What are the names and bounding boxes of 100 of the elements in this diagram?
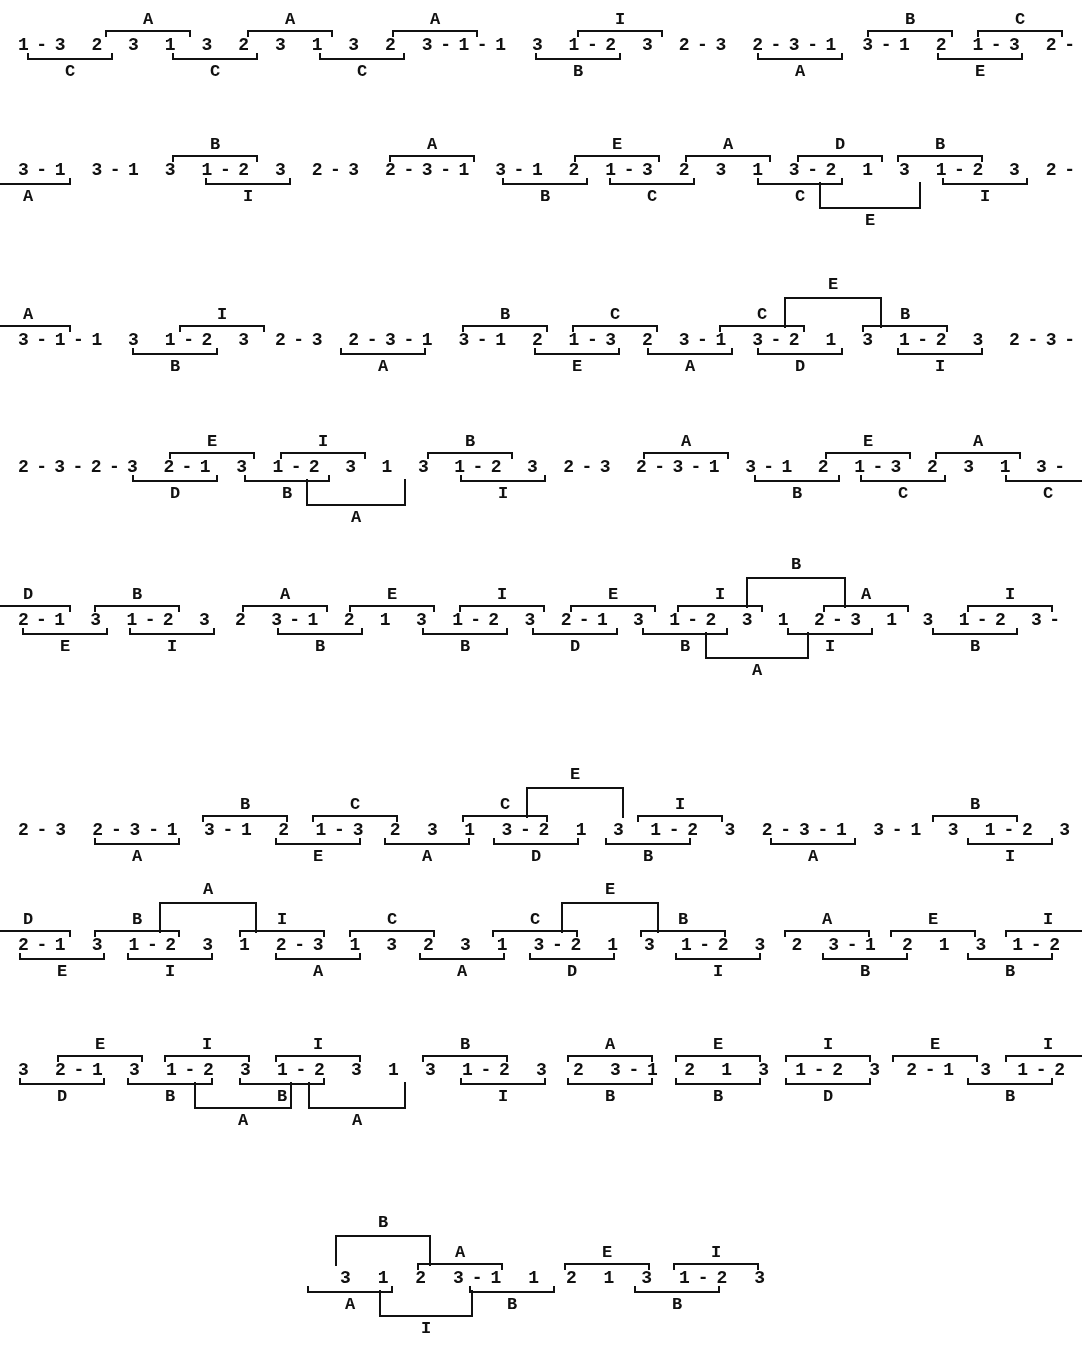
move-sequence: 2-3-2-3 2-1 3 1-2 3 1 3 1-2 3 2-3 2-3-1 3-1 2 1-3 2 3 1 3- [18,458,1073,476]
bracket-label: B [506,1296,518,1313]
bracket-label: I [166,638,178,655]
bracket-label: I [614,11,626,28]
bracket-label: A [131,848,143,865]
bracket-label: E [927,911,939,928]
bracket-label: A [429,11,441,28]
move-sequence: 2-1 3 1-2 3 2 3-1 2 1 3 1-2 3 2-1 3 1-2 3 1 2-3 1 3 1-2 3- [18,611,1068,629]
bracket-label: A [794,63,806,80]
bracket-label: B [642,848,654,865]
bracket-label: C [609,306,621,323]
bracket-label: E [862,433,874,450]
bracket-label: B [790,556,802,573]
bracket-label: C [209,63,221,80]
bracket-label: B [459,638,471,655]
bracket-label: C [794,188,806,205]
bracket-label: E [94,1036,106,1053]
bracket-label: E [601,1244,613,1261]
bracket-label: A [279,586,291,603]
bracket-label: C [1014,11,1026,28]
bracket-label: A [202,881,214,898]
bracket-label: A [351,1112,363,1129]
bracket-label: A [604,1036,616,1053]
bracket-label: I [1004,586,1016,603]
bracket-label: C [646,188,658,205]
bracket-label: E [864,212,876,229]
bracket-label: E [607,586,619,603]
bracket-label: B [572,63,584,80]
bracket-label: C [897,485,909,502]
bracket-label: I [712,963,724,980]
bracket-label: E [712,1036,724,1053]
bracket-label: I [714,586,726,603]
bracket-label: D [22,911,34,928]
bracket-label: A [377,358,389,375]
bracket-label: A [142,11,154,28]
bracket-label: B [209,136,221,153]
bracket-label: B [459,1036,471,1053]
move-sequence: 2-3 2-3-1 3-1 2 1-3 2 3 1 3-2 1 3 1-2 3 2-3-1 3-1 3 1-2 3 [18,821,1078,839]
bracket-label: E [604,881,616,898]
bracket-label: B [934,136,946,153]
bracket-label: C [1042,485,1054,502]
bracket-label: E [611,136,623,153]
bracket-label: E [571,358,583,375]
bracket-label: E [974,63,986,80]
bracket-label: A [312,963,324,980]
bracket-label: B [904,11,916,28]
bracket-label: A [821,911,833,928]
bracket-label: I [317,433,329,450]
bracket-label: B [377,1214,389,1231]
bracket-label: A [807,848,819,865]
bracket-label: I [674,796,686,813]
bracket-label: B [969,638,981,655]
bracket-label: A [680,433,692,450]
move-sequence: 2-1 3 1-2 3 1 2-3 1 3 2 3 1 3-2 1 3 1-2 3 2 3-1 2 1 3 1-2 [18,936,1068,954]
bracket-label: A [350,509,362,526]
bracket-label: B [281,485,293,502]
bracket-label: B [671,1296,683,1313]
bracket-label: B [464,433,476,450]
bracket-label: B [677,911,689,928]
bracket-label: D [169,485,181,502]
bracket-label: I [420,1320,432,1337]
bracket-label: A [454,1244,466,1261]
bracket-label: E [59,638,71,655]
bracket-label: A [284,11,296,28]
bracket-label: I [934,358,946,375]
move-sequence: 3 1 2 3-1 1 2 1 3 1-2 3 [340,1269,773,1287]
move-sequence: 3 2-1 3 1-2 3 1-2 3 1 3 1-2 3 2 3-1 2 1 3 1-2 3 2-1 3 1-2 [18,1061,1073,1079]
bracket-label: D [566,963,578,980]
bracket-label: D [794,358,806,375]
bracket-label: B [1004,963,1016,980]
bracket-label: A [22,306,34,323]
bracket-label: B [164,1088,176,1105]
move-sequence: 1-3 2 3 1 3 2 3 1 3 2 3-1-1 3 1-2 3 2-3 2-3-1 3-1 2 1-3 2- [18,36,1082,54]
bracket-label: D [834,136,846,153]
bracket-label: B [239,796,251,813]
move-sequence: 3-1-1 3 1-2 3 2-3 2-3-1 3-1 2 1-3 2 3-1 3-2 1 3 1-2 3 2-3- [18,331,1082,349]
bracket-label: I [312,1036,324,1053]
bracket-label: B [314,638,326,655]
bracket-label: D [22,586,34,603]
bracket-label: I [216,306,228,323]
bracket-label: E [827,276,839,293]
bracket-label: D [530,848,542,865]
bracket-label: B [604,1088,616,1105]
bracket-label: B [276,1088,288,1105]
bracket-label: D [56,1088,68,1105]
bracket-label: A [860,586,872,603]
bracket-label: B [679,638,691,655]
bracket-label: I [164,963,176,980]
bracket-label: C [499,796,511,813]
bracket-label: I [824,638,836,655]
bracket-label: I [822,1036,834,1053]
bracket-label: B [499,306,511,323]
bracket-label: C [349,796,361,813]
bracket-label: B [969,796,981,813]
bracket-label: A [722,136,734,153]
bracket-label: I [497,485,509,502]
bracket-label: A [426,136,438,153]
bracket-label: B [131,586,143,603]
bracket-label: D [822,1088,834,1105]
move-sequence: 3-1 3-1 3 1-2 3 2-3 2-3-1 3-1 2 1-3 2 3 1 3-2 1 3 1-2 3 2- [18,161,1082,179]
